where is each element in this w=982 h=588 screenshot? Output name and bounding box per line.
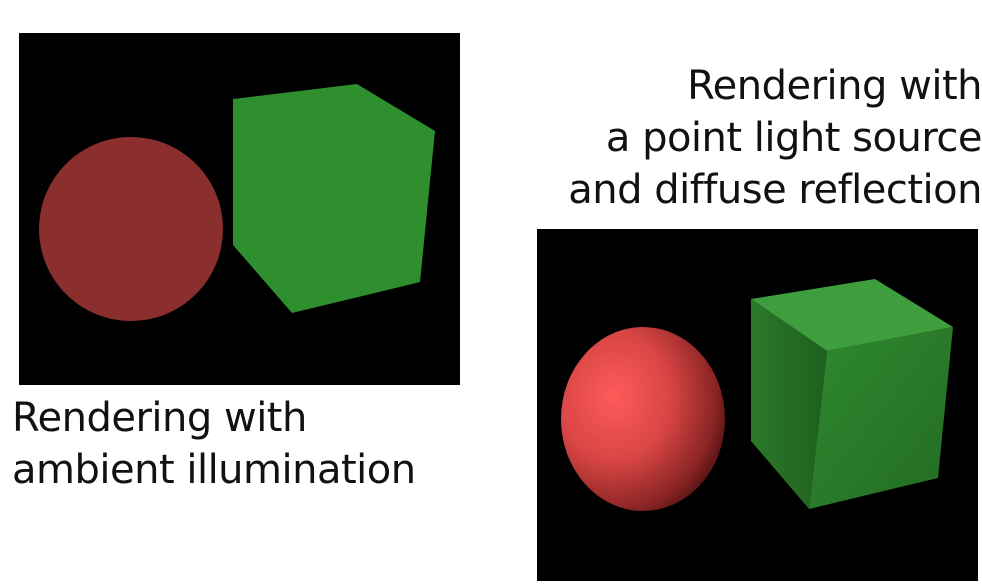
ambient-render-image: [19, 33, 460, 385]
ambient-caption-line-1: Rendering with: [12, 395, 307, 441]
diffuse-caption: Rendering with a point light source and …: [568, 60, 982, 216]
diffuse-cube-front-face: [809, 327, 953, 509]
ambient-cube: [233, 84, 435, 313]
ambient-caption: Rendering with ambient illumination: [12, 392, 416, 496]
diffuse-sphere: [561, 327, 725, 511]
diffuse-render-image: [537, 229, 978, 581]
ambient-sphere: [39, 137, 223, 321]
diffuse-caption-line-2: a point light source: [605, 115, 982, 161]
diffuse-cube-top-face: [751, 279, 953, 351]
diffuse-cube-left-face: [751, 299, 827, 509]
diffuse-caption-line-3: and diffuse reflection: [568, 167, 982, 213]
ambient-render-svg: [19, 33, 460, 385]
diffuse-caption-line-1: Rendering with: [687, 63, 982, 109]
diffuse-render-svg: [537, 229, 978, 581]
ambient-caption-line-2: ambient illumination: [12, 447, 416, 493]
